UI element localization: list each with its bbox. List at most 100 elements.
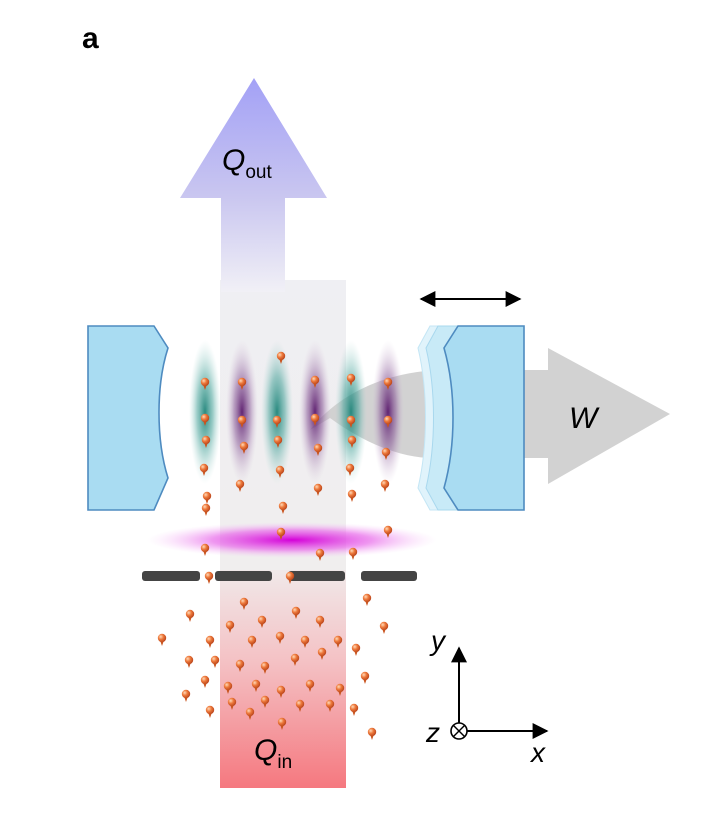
aperture-segment-1: [142, 571, 200, 581]
atom-tail: [316, 451, 320, 456]
atom: [313, 443, 323, 453]
atom-tail: [240, 423, 244, 428]
atom: [157, 633, 167, 643]
heat-input-beam: [220, 560, 346, 788]
atom: [315, 548, 325, 558]
atom-tail: [320, 655, 324, 660]
atom: [335, 683, 345, 693]
coordinate-axes: y x z: [425, 625, 549, 768]
atom: [257, 615, 267, 625]
atom-tail: [279, 693, 283, 698]
atom: [235, 659, 245, 669]
atom: [260, 695, 270, 705]
atom: [247, 635, 257, 645]
atom: [199, 463, 209, 473]
z-axis-label: z: [425, 717, 440, 748]
svg-text:Qout: Qout: [222, 144, 272, 183]
atom: [310, 413, 320, 423]
panel-label: a: [82, 22, 99, 55]
atom-tail: [350, 497, 354, 502]
svg-text:Qin: Qin: [254, 734, 292, 773]
atom-tail: [276, 443, 280, 448]
atom: [346, 373, 356, 383]
atom-tail: [230, 705, 234, 710]
atom-tail: [386, 533, 390, 538]
atom: [277, 717, 287, 727]
atom-tail: [254, 687, 258, 692]
atom: [235, 479, 245, 489]
atom: [300, 635, 310, 645]
atom-tail: [263, 669, 267, 674]
atom-tail: [308, 687, 312, 692]
atom-tail: [207, 579, 211, 584]
atom: [275, 631, 285, 641]
atom: [285, 571, 295, 581]
atom-tail: [384, 455, 388, 460]
atom-tail: [351, 555, 355, 560]
atom-tail: [303, 643, 307, 648]
atom-tail: [278, 639, 282, 644]
atom: [313, 483, 323, 493]
mode-antinode-purple-3: [372, 340, 404, 484]
aperture-segment-4: [361, 571, 417, 581]
atom: [237, 415, 247, 425]
atom-tail: [250, 643, 254, 648]
atom-tail: [187, 663, 191, 668]
atom: [333, 635, 343, 645]
x-axis-label: x: [529, 737, 546, 768]
atom: [345, 463, 355, 473]
atom: [348, 547, 358, 557]
aperture-segment-2: [215, 571, 272, 581]
atom: [260, 661, 270, 671]
mode-antinode-teal-1: [189, 340, 221, 484]
atom-tail: [238, 667, 242, 672]
atom: [201, 435, 211, 445]
atom-tail: [382, 629, 386, 634]
atom-tail: [160, 641, 164, 646]
atom: [272, 415, 282, 425]
atom-tail: [316, 491, 320, 496]
atom: [200, 413, 210, 423]
atom: [202, 491, 212, 501]
atom-tail: [328, 707, 332, 712]
atom-tail: [203, 421, 207, 426]
atom: [184, 655, 194, 665]
atom: [278, 501, 288, 511]
atom: [245, 707, 255, 717]
atom-tail: [293, 661, 297, 666]
cavity-standing-wave-modes: [189, 340, 404, 484]
atom-tail: [205, 499, 209, 504]
atom-tail: [203, 385, 207, 390]
atom: [204, 571, 214, 581]
atom-tail: [365, 601, 369, 606]
atom: [205, 705, 215, 715]
atom-tail: [318, 556, 322, 561]
atom: [351, 643, 361, 653]
work-label: W: [569, 402, 600, 435]
aperture-segment-3: [288, 571, 345, 581]
atom: [380, 479, 390, 489]
atom-tail: [248, 715, 252, 720]
y-axis-label: y: [429, 625, 447, 656]
atom-tail: [184, 697, 188, 702]
atom-tail: [208, 643, 212, 648]
atom: [317, 647, 327, 657]
atom: [200, 543, 210, 553]
atom: [291, 606, 301, 616]
atom: [227, 697, 237, 707]
atom: [210, 655, 220, 665]
atom: [276, 527, 286, 537]
atom-tail: [208, 713, 212, 718]
atom: [200, 675, 210, 685]
atom: [276, 685, 286, 695]
atom: [347, 489, 357, 499]
atom-tail: [298, 707, 302, 712]
q-in-symbol: Q: [254, 734, 277, 767]
atom-tail: [370, 735, 374, 740]
mode-antinode-teal-3: [335, 340, 367, 484]
atom-tail: [349, 381, 353, 386]
aperture-plate: [142, 571, 417, 581]
atom: [383, 525, 393, 535]
